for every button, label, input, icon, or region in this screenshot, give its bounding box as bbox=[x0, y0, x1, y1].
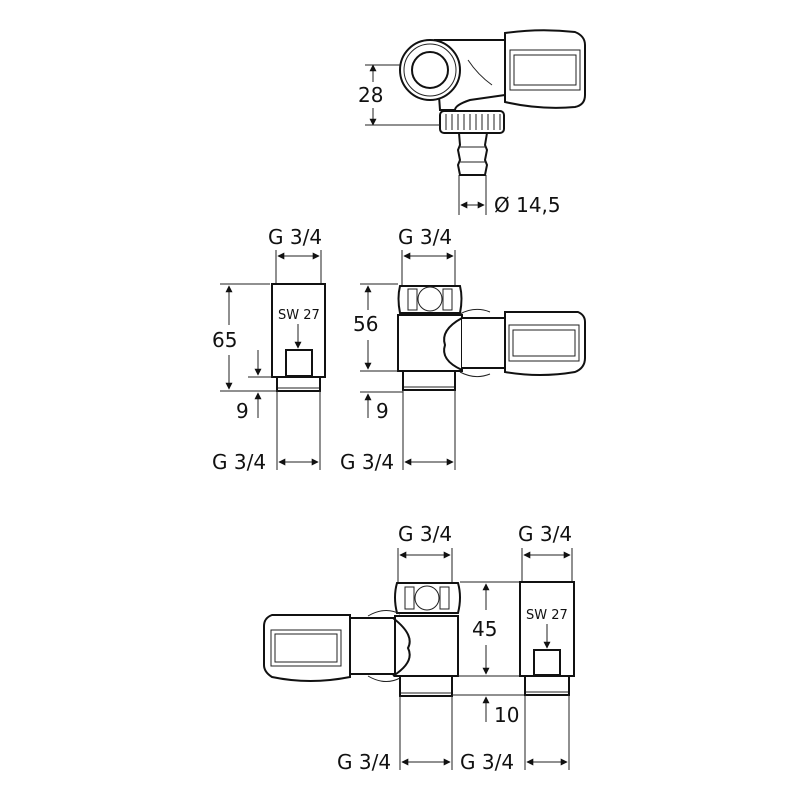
valve-handle bbox=[504, 311, 586, 376]
top-view: 28 Ø 14,5 bbox=[358, 29, 586, 217]
bottom-valve: G 3/4 45 10 G 3/4 bbox=[263, 522, 525, 774]
fitting-body bbox=[271, 283, 326, 378]
dim-top-thread-label: G 3/4 bbox=[518, 522, 572, 546]
dim-bottom-thread-label: G 3/4 bbox=[340, 450, 394, 474]
dim-65-label: 65 bbox=[212, 328, 237, 352]
dim-56-label: 56 bbox=[353, 312, 378, 336]
dim-bottom-thread-label: G 3/4 bbox=[337, 750, 391, 774]
dim-top-thread-label: G 3/4 bbox=[268, 225, 322, 249]
dim-28-label: 28 bbox=[358, 83, 383, 107]
dim-top-thread-label: G 3/4 bbox=[398, 522, 452, 546]
dim-9-label: 9 bbox=[236, 399, 249, 423]
thread-stub bbox=[276, 376, 321, 392]
dim-bottom-thread-label: G 3/4 bbox=[460, 750, 514, 774]
middle-left-fitting: G 3/4 SW 27 65 9 G 3/4 bbox=[212, 225, 326, 474]
wrench-size-label: SW 27 bbox=[526, 608, 568, 623]
dim-45-label: 45 bbox=[472, 617, 497, 641]
middle-valve: G 3/4 56 9 G 3/4 bbox=[340, 225, 586, 474]
dim-diameter-label: Ø 14,5 bbox=[494, 193, 561, 217]
thread-stub bbox=[524, 675, 570, 696]
dim-top-thread-label: G 3/4 bbox=[398, 225, 452, 249]
outlet-ring-icon bbox=[399, 39, 461, 101]
hex-nut bbox=[394, 582, 461, 614]
dim-bottom-thread-label: G 3/4 bbox=[212, 450, 266, 474]
valve-handle bbox=[263, 614, 351, 682]
hex-nut bbox=[397, 285, 463, 314]
dim-10-label: 10 bbox=[494, 703, 519, 727]
hose-barb bbox=[456, 132, 489, 176]
wrench-size-label: SW 27 bbox=[278, 308, 320, 323]
bottom-right-fitting: G 3/4 SW 27 G 3/4 bbox=[460, 522, 575, 774]
dim-9-label: 9 bbox=[376, 399, 389, 423]
